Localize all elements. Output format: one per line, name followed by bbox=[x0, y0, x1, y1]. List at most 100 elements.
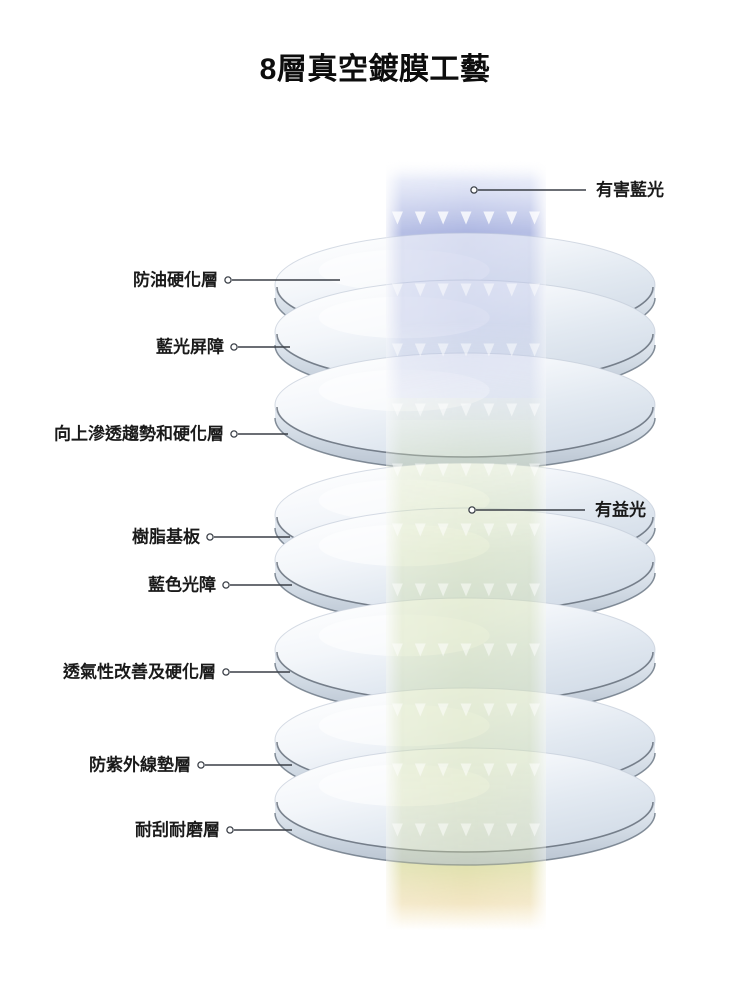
ray-arrowhead bbox=[483, 763, 495, 777]
leader-line-harmful-blue-light bbox=[470, 186, 586, 194]
ray-arrowhead bbox=[506, 343, 518, 357]
ray-arrowhead bbox=[391, 643, 403, 657]
ray-arrowhead bbox=[460, 403, 472, 417]
leader-line-scratch-wear-resistant-layer bbox=[226, 826, 292, 834]
leader-dot bbox=[470, 186, 478, 194]
leader-line-upward-permeation-harden-layer bbox=[230, 430, 288, 438]
ray-arrowhead bbox=[391, 403, 403, 417]
ray-arrowhead bbox=[414, 283, 426, 297]
leader-line-breathability-harden-layer bbox=[222, 668, 290, 676]
ray-arrowhead bbox=[414, 763, 426, 777]
ray-arrowhead bbox=[529, 523, 541, 537]
ray-arrowhead bbox=[483, 823, 495, 837]
ray-arrowhead bbox=[483, 703, 495, 717]
light-label-beneficial-light: 有益光 bbox=[595, 500, 646, 520]
ray-arrowhead bbox=[460, 523, 472, 537]
ray-arrowhead bbox=[529, 283, 541, 297]
leader-dot bbox=[230, 430, 238, 438]
ray-arrowhead bbox=[414, 823, 426, 837]
ray-arrowhead bbox=[506, 211, 518, 225]
ray-arrowhead bbox=[506, 403, 518, 417]
ray-arrowhead bbox=[437, 343, 449, 357]
leader-dot bbox=[197, 761, 205, 769]
light-label-harmful-blue-light: 有害藍光 bbox=[596, 180, 664, 200]
light-rays-overlay bbox=[391, 168, 541, 918]
ray-arrowhead bbox=[414, 343, 426, 357]
ray-arrowhead bbox=[529, 643, 541, 657]
ray-arrowhead bbox=[414, 211, 426, 225]
ray-arrowhead bbox=[391, 703, 403, 717]
ray-arrowhead bbox=[506, 283, 518, 297]
leader-dot bbox=[468, 506, 476, 514]
light-ray bbox=[391, 168, 403, 918]
ray-arrowhead bbox=[437, 211, 449, 225]
light-ray bbox=[460, 168, 472, 918]
ray-arrowhead bbox=[529, 211, 541, 225]
light-ray bbox=[414, 168, 426, 918]
layer-label-upward-permeation-harden-layer: 向上滲透趨勢和硬化層 bbox=[54, 424, 224, 444]
leader-line-anti-oil-hardening-layer bbox=[224, 276, 340, 284]
page-title: 8層真空鍍膜工藝 bbox=[259, 53, 491, 86]
ray-arrowhead bbox=[506, 703, 518, 717]
ray-arrowhead bbox=[529, 823, 541, 837]
ray-arrowhead bbox=[460, 763, 472, 777]
ray-arrowhead bbox=[391, 211, 403, 225]
ray-arrowhead bbox=[437, 763, 449, 777]
leader-line-uv-protection-pad-layer bbox=[197, 761, 292, 769]
leader-line-blue-light-shield bbox=[222, 581, 292, 589]
leader-dot bbox=[226, 826, 234, 834]
leader-dot bbox=[222, 668, 230, 676]
ray-arrowhead bbox=[414, 403, 426, 417]
ray-arrowhead bbox=[391, 343, 403, 357]
layer-label-resin-substrate: 樹脂基板 bbox=[132, 527, 200, 547]
ray-arrowhead bbox=[529, 343, 541, 357]
ray-arrowhead bbox=[506, 463, 518, 477]
ray-arrowhead bbox=[437, 823, 449, 837]
light-ray bbox=[483, 168, 495, 918]
leader-dot bbox=[230, 343, 238, 351]
light-ray bbox=[529, 168, 541, 918]
ray-arrowhead bbox=[529, 703, 541, 717]
leader-line-blue-light-barrier bbox=[230, 343, 290, 351]
ray-arrowhead bbox=[483, 283, 495, 297]
ray-arrowhead bbox=[437, 283, 449, 297]
ray-arrowhead bbox=[529, 403, 541, 417]
ray-arrowhead bbox=[460, 463, 472, 477]
ray-arrowhead bbox=[414, 643, 426, 657]
ray-arrowhead bbox=[529, 763, 541, 777]
ray-arrowhead bbox=[506, 523, 518, 537]
ray-arrowhead bbox=[391, 763, 403, 777]
ray-arrowhead bbox=[460, 211, 472, 225]
ray-arrowhead bbox=[483, 523, 495, 537]
layer-label-anti-oil-hardening-layer: 防油硬化層 bbox=[133, 270, 218, 290]
leader-lines-group bbox=[197, 186, 586, 834]
ray-arrowhead bbox=[414, 583, 426, 597]
layer-label-uv-protection-pad-layer: 防紫外線墊層 bbox=[89, 755, 191, 775]
ray-arrowhead bbox=[437, 703, 449, 717]
ray-arrowhead bbox=[414, 523, 426, 537]
ray-arrowhead bbox=[460, 643, 472, 657]
layer-label-blue-light-barrier: 藍光屏障 bbox=[156, 337, 224, 357]
ray-arrowhead bbox=[506, 583, 518, 597]
leader-dot bbox=[206, 533, 214, 541]
ray-arrowhead bbox=[506, 643, 518, 657]
ray-arrowhead bbox=[437, 583, 449, 597]
ray-arrowhead bbox=[483, 343, 495, 357]
light-ray bbox=[437, 168, 449, 918]
leader-dot bbox=[224, 276, 232, 284]
ray-arrowhead bbox=[391, 283, 403, 297]
light-ray bbox=[506, 168, 518, 918]
lens-rim bbox=[275, 405, 655, 470]
leader-dot bbox=[222, 581, 230, 589]
ray-arrowhead bbox=[437, 643, 449, 657]
ray-arrowhead bbox=[460, 703, 472, 717]
ray-arrowhead bbox=[437, 403, 449, 417]
ray-arrowhead bbox=[391, 523, 403, 537]
leader-line-resin-substrate bbox=[206, 533, 290, 541]
ray-arrowhead bbox=[414, 703, 426, 717]
layer-label-breathability-harden-layer: 透氣性改善及硬化層 bbox=[63, 662, 216, 682]
ray-arrowhead bbox=[529, 463, 541, 477]
ray-arrowhead bbox=[483, 211, 495, 225]
